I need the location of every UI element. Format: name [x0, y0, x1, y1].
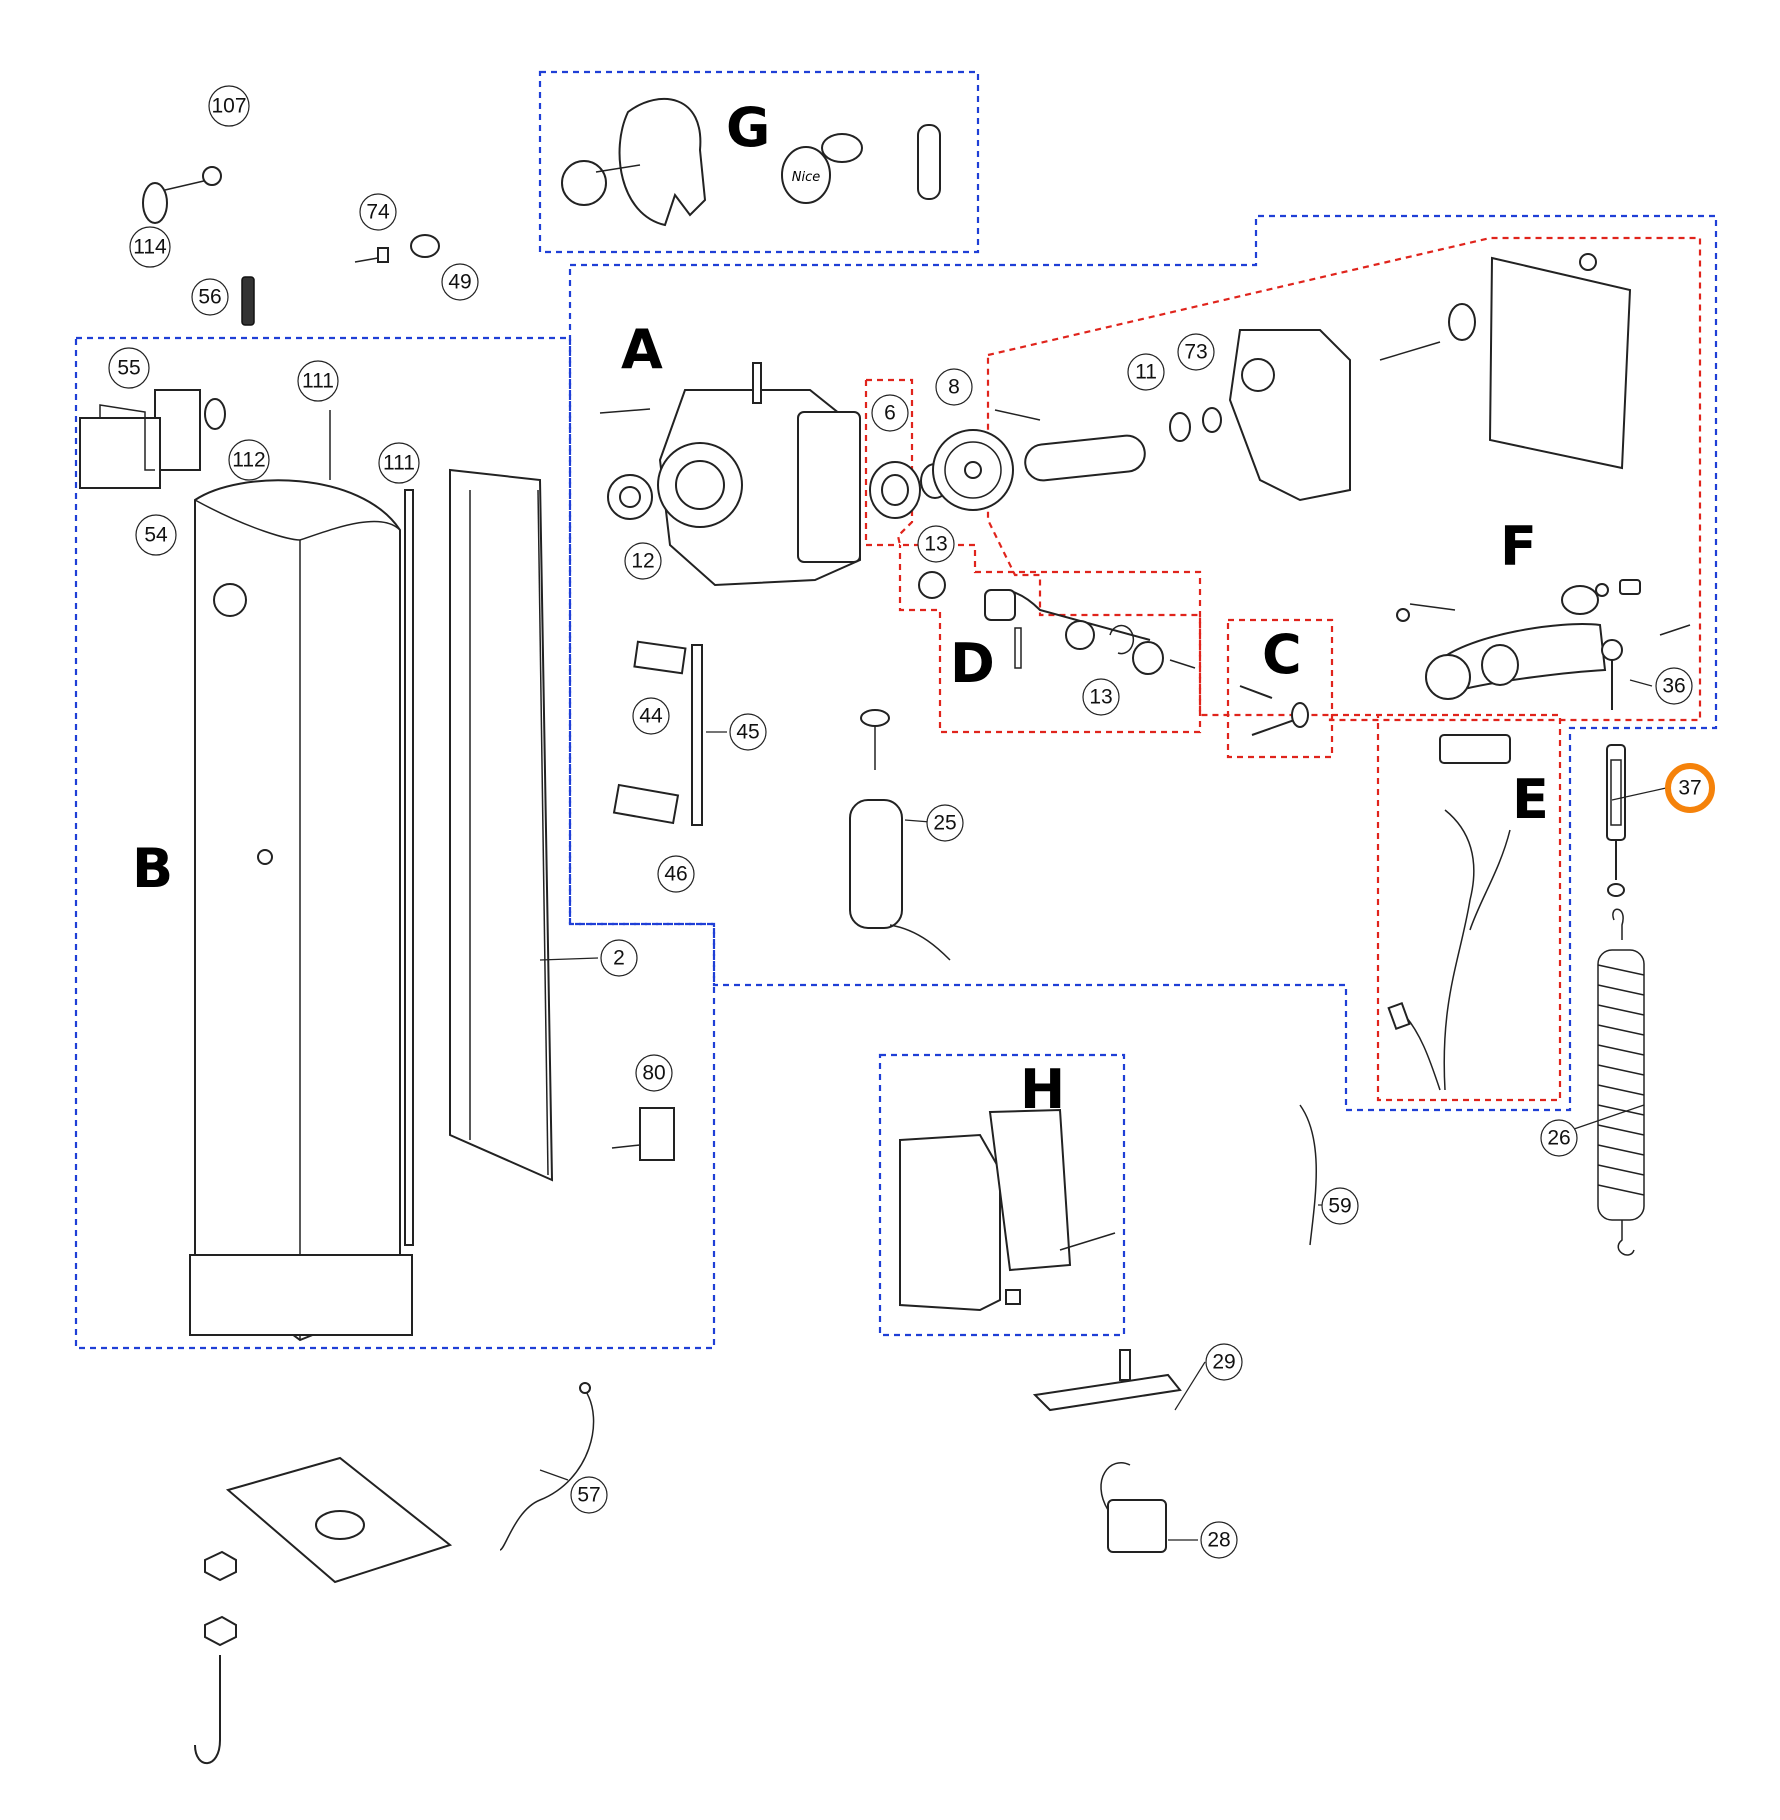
svg-text:59: 59 [1328, 1195, 1351, 1218]
svg-text:46: 46 [664, 863, 687, 886]
callout-13-a[interactable]: 13 [917, 525, 955, 563]
callout-114[interactable]: 114 [129, 226, 171, 268]
callout-111-a[interactable]: 111 [297, 360, 339, 402]
callout-46[interactable]: 46 [657, 855, 695, 893]
svg-text:26: 26 [1547, 1127, 1570, 1150]
callout-80[interactable]: 80 [635, 1054, 673, 1092]
lever-arm-drawing [1396, 579, 1691, 710]
svg-text:44: 44 [639, 705, 663, 728]
pins-drawing [1239, 685, 1309, 736]
gearbox-drawing [599, 362, 861, 587]
svg-text:11: 11 [1135, 361, 1157, 384]
callout-29[interactable]: 29 [1205, 1343, 1243, 1381]
svg-text:80: 80 [642, 1062, 665, 1085]
svg-text:55: 55 [117, 357, 140, 380]
bracket-drawing [79, 389, 226, 489]
group-letter-E: E [1512, 768, 1549, 831]
svg-text:57: 57 [577, 1484, 600, 1507]
nice-logo-text: Nice [792, 170, 820, 185]
callout-54[interactable]: 54 [135, 514, 177, 556]
callout-44[interactable]: 44 [632, 697, 670, 735]
svg-text:6: 6 [884, 402, 896, 425]
housing-cover-drawing [1228, 253, 1632, 502]
callout-59[interactable]: 59 [1321, 1187, 1359, 1225]
group-letter-F: F [1500, 515, 1537, 578]
svg-text:13: 13 [1089, 686, 1112, 709]
svg-text:29: 29 [1212, 1351, 1235, 1374]
callout-49[interactable]: 49 [441, 263, 479, 301]
group-A-boundary [568, 214, 1718, 1112]
brackets-44-46-drawing [612, 640, 703, 826]
group-F-boundary [986, 236, 1702, 722]
svg-text:13: 13 [924, 533, 947, 556]
callout-28[interactable]: 28 [1200, 1521, 1238, 1559]
callout-73[interactable]: 73 [1177, 333, 1215, 371]
callout-6[interactable]: 6 [871, 394, 909, 432]
callout-26[interactable]: 26 [1540, 1119, 1578, 1157]
svg-text:56: 56 [198, 286, 221, 309]
callout-11[interactable]: 11 [1127, 353, 1165, 391]
svg-text:111: 111 [302, 370, 334, 393]
cables-drawing [499, 1104, 1317, 1551]
svg-text:25: 25 [933, 812, 956, 835]
callout-2[interactable]: 2 [600, 939, 638, 977]
callout-55[interactable]: 55 [108, 347, 150, 389]
control-box-drawing [899, 1108, 1116, 1312]
control-board-drawing [1032, 1349, 1182, 1412]
svg-text:8: 8 [948, 376, 960, 399]
svg-text:73: 73 [1184, 341, 1207, 364]
callout-36[interactable]: 36 [1655, 667, 1693, 705]
group-B-boundary [74, 336, 716, 1350]
callout-56[interactable]: 56 [191, 278, 229, 316]
callout-12[interactable]: 12 [624, 542, 662, 580]
group-letter-C: C [1262, 623, 1302, 686]
svg-text:112: 112 [232, 449, 265, 472]
column-drawing [189, 410, 554, 1342]
svg-text:45: 45 [736, 721, 759, 744]
svg-text:2: 2 [613, 947, 625, 970]
base-plate-drawing [194, 1456, 453, 1765]
leader-lines [539, 679, 1667, 1541]
callout-25[interactable]: 25 [926, 804, 964, 842]
callout-74[interactable]: 74 [359, 193, 397, 231]
callout-112[interactable]: 112 [228, 439, 270, 481]
svg-text:111: 111 [383, 452, 415, 475]
turnbuckle-drawing [1606, 744, 1626, 897]
svg-text:49: 49 [448, 271, 471, 294]
callout-45[interactable]: 45 [729, 713, 767, 751]
group-letter-D: D [950, 632, 995, 695]
svg-text:37: 37 [1678, 777, 1701, 800]
callout-107[interactable]: 107 [208, 85, 250, 127]
svg-text:12: 12 [631, 550, 654, 573]
svg-text:28: 28 [1207, 1529, 1230, 1552]
worm-shaft-drawing [918, 571, 1196, 675]
small-parts-top-left [142, 166, 440, 326]
callout-13-b[interactable]: 13 [1082, 678, 1120, 716]
svg-text:114: 114 [133, 236, 167, 259]
svg-text:36: 36 [1662, 675, 1685, 698]
svg-text:107: 107 [211, 95, 246, 118]
group-letter-A: A [621, 318, 663, 381]
motor-drawing [849, 709, 951, 961]
callout-57[interactable]: 57 [570, 1476, 608, 1514]
gear-train-drawing [869, 407, 1222, 519]
bracket-80-drawing [611, 1107, 675, 1161]
cover-cap-drawing: Nice [561, 97, 941, 227]
callout-111-b[interactable]: 111 [378, 442, 420, 484]
group-G-boundary [538, 70, 980, 254]
spring-drawing [1597, 908, 1645, 1256]
group-letter-G: G [726, 96, 770, 159]
microswitch-drawing [1387, 734, 1511, 1091]
svg-text:54: 54 [144, 524, 168, 547]
capacitor-drawing [1100, 1462, 1167, 1553]
group-H-boundary [878, 1053, 1126, 1337]
svg-text:74: 74 [366, 201, 390, 224]
group-letter-B: B [132, 837, 173, 900]
group-D-boundary [864, 378, 1202, 734]
callout-37[interactable]: 37 [1665, 763, 1715, 813]
callout-8[interactable]: 8 [935, 368, 973, 406]
